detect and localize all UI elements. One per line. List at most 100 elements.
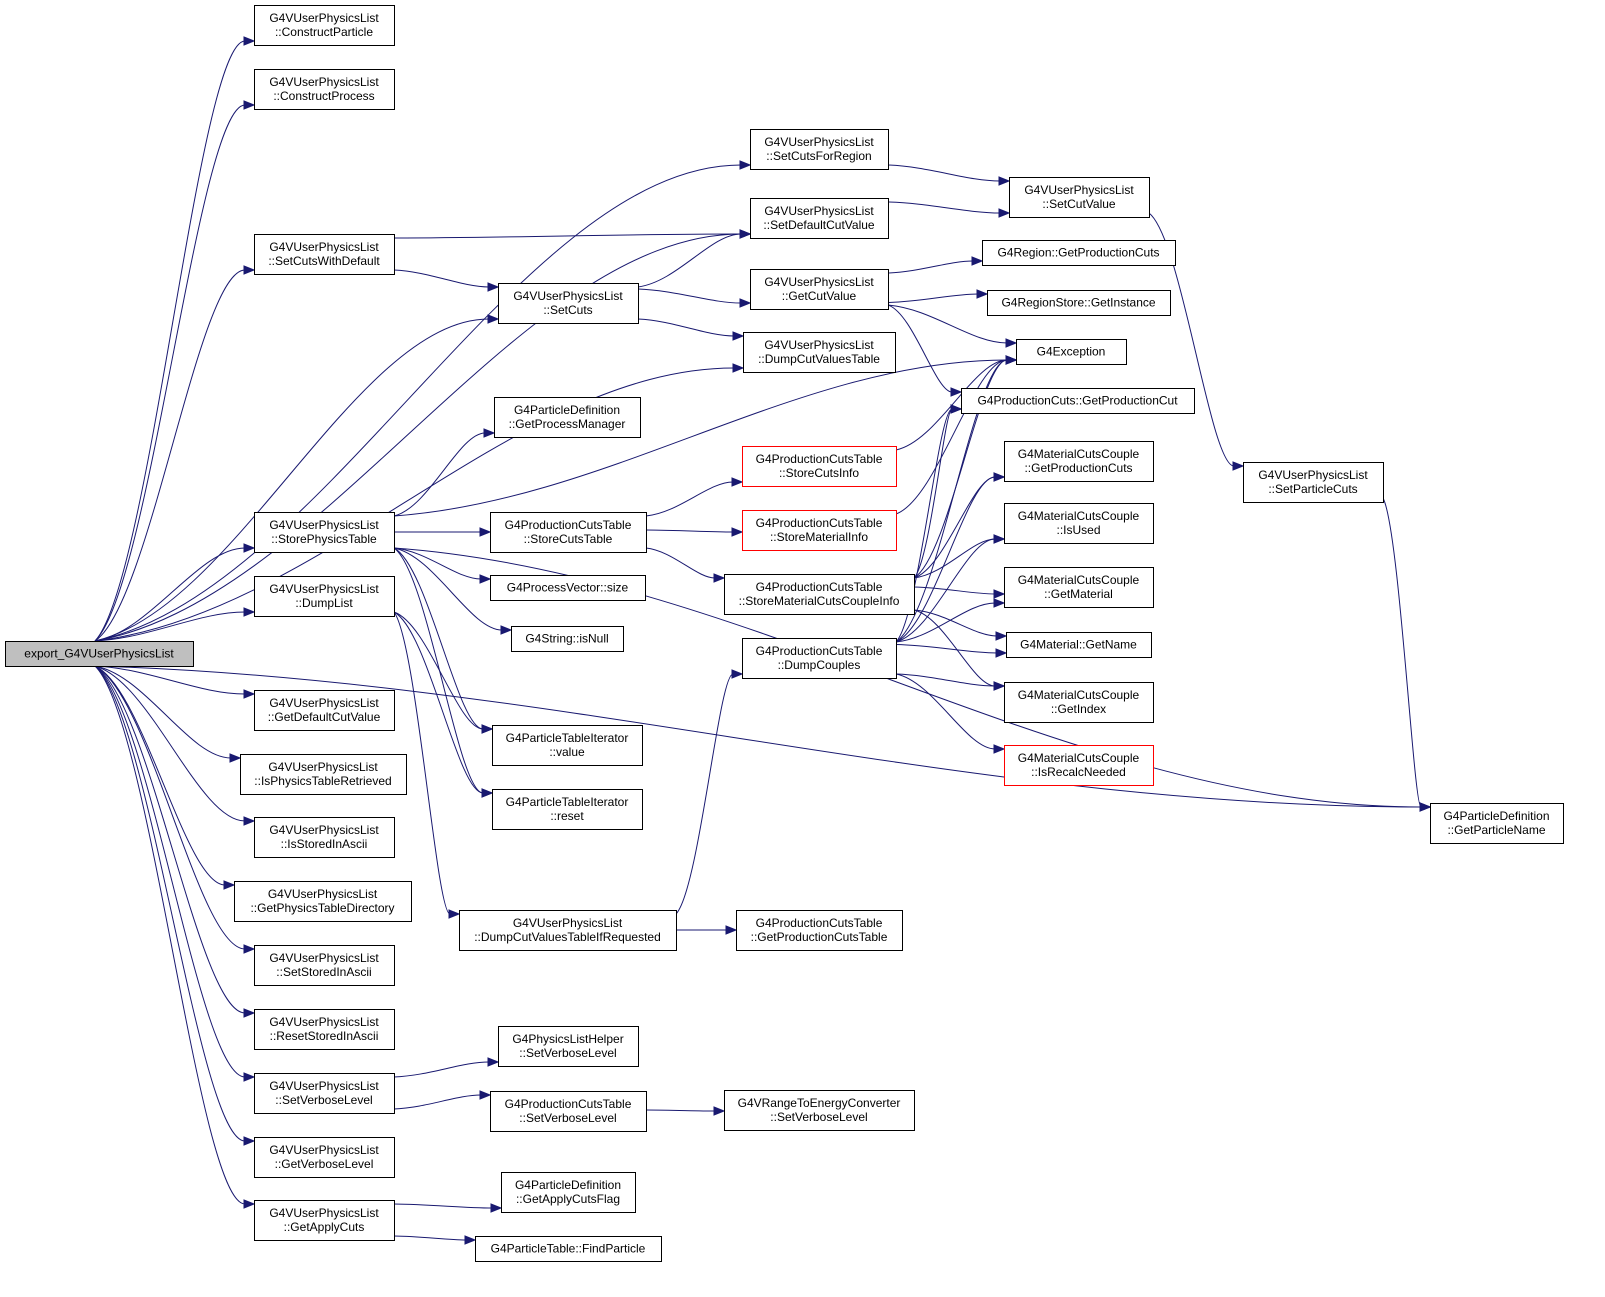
edge-root-to-set-cuts-for-region [94, 164, 742, 642]
node-box [1004, 503, 1154, 544]
arrow-head [223, 880, 236, 890]
node-label-line: G4ProductionCutsTable [756, 452, 883, 466]
edge-store-physics-table-to-pit-value [393, 547, 484, 730]
node-get-apply-cuts-flag[interactable]: G4ParticleDefinition::GetApplyCutsFlag [501, 1172, 636, 1213]
edge-store-material-info-to-g4-exception [895, 359, 1008, 515]
node-root[interactable]: export_G4VUserPhysicsList [5, 641, 194, 667]
node-region-store-get-instance[interactable]: G4RegionStore::GetInstance [987, 290, 1171, 316]
edge-store-material-cuts-couple-info-to-material-get-name [913, 609, 998, 637]
node-get-particle-name[interactable]: G4ParticleDefinition::GetParticleName [1430, 803, 1564, 844]
node-box [490, 512, 647, 553]
node-label-line: G4VUserPhysicsList [764, 338, 874, 352]
node-dump-cut-values-table[interactable]: G4VUserPhysicsList::DumpCutValuesTable [743, 332, 896, 373]
node-get-cut-value[interactable]: G4VUserPhysicsList::GetCutValue [750, 269, 889, 310]
node-construct-particle[interactable]: G4VUserPhysicsList::ConstructParticle [254, 5, 395, 46]
node-label-line: G4VUserPhysicsList [268, 760, 378, 774]
node-set-particle-cuts[interactable]: G4VUserPhysicsList::SetParticleCuts [1243, 462, 1384, 503]
edge-root-to-get-apply-cuts [94, 665, 246, 1205]
node-label-line: G4VUserPhysicsList [269, 1079, 379, 1093]
node-reset-stored-in-ascii[interactable]: G4VUserPhysicsList::ResetStoredInAscii [254, 1009, 395, 1050]
node-dump-couples[interactable]: G4ProductionCutsTable::DumpCouples [742, 638, 897, 679]
node-store-cuts-table[interactable]: G4ProductionCutsTable::StoreCutsTable [490, 512, 647, 553]
node-set-cuts[interactable]: G4VUserPhysicsList::SetCuts [498, 283, 639, 324]
node-is-stored-in-ascii[interactable]: G4VUserPhysicsList::IsStoredInAscii [254, 817, 395, 858]
node-mcc-get-production-cuts[interactable]: G4MaterialCutsCouple::GetProductionCuts [1004, 441, 1154, 482]
arrow-head [243, 816, 256, 826]
node-get-apply-cuts[interactable]: G4VUserPhysicsList::GetApplyCuts [254, 1200, 395, 1241]
arrow-head [1232, 461, 1245, 471]
node-mcc-get-index[interactable]: G4MaterialCutsCouple::GetIndex [1004, 682, 1154, 723]
node-find-particle[interactable]: G4ParticleTable::FindParticle [475, 1236, 662, 1262]
node-construct-process[interactable]: G4VUserPhysicsList::ConstructProcess [254, 69, 395, 110]
arrow-head [500, 625, 513, 635]
node-mcc-is-recalc-needed[interactable]: G4MaterialCutsCouple::IsRecalcNeeded [1004, 745, 1154, 786]
edge-dump-couples-to-mcc-get-index [895, 673, 996, 687]
node-rtec-set-verbose-level[interactable]: G4VRangeToEnergyConverter::SetVerboseLev… [724, 1090, 915, 1131]
node-label-line: G4VUserPhysicsList [269, 1015, 379, 1029]
node-plh-set-verbose-level[interactable]: G4PhysicsListHelper::SetVerboseLevel [498, 1026, 639, 1067]
edge-get-cut-value-to-production-cuts-get-production-cut [887, 304, 953, 393]
node-pct-set-verbose-level[interactable]: G4ProductionCutsTable::SetVerboseLevel [490, 1091, 647, 1132]
node-box [5, 641, 194, 667]
node-set-cuts-with-default[interactable]: G4VUserPhysicsList::SetCutsWithDefault [254, 234, 395, 275]
node-set-default-cut-value[interactable]: G4VUserPhysicsList::SetDefaultCutValue [750, 198, 889, 239]
edge-root-to-is-stored-in-ascii [94, 665, 246, 822]
node-dump-list[interactable]: G4VUserPhysicsList::DumpList [254, 576, 395, 617]
node-get-verbose-level[interactable]: G4VUserPhysicsList::GetVerboseLevel [254, 1137, 395, 1178]
arrow-head [243, 607, 256, 617]
edge-store-physics-table-to-g4-exception [393, 359, 1008, 517]
edge-store-physics-table-to-string-is-null [393, 547, 503, 631]
node-label-line: G4VUserPhysicsList [513, 916, 623, 930]
node-label-line: ::SetCutValue [1042, 197, 1115, 211]
node-box [254, 512, 395, 553]
node-set-cuts-for-region[interactable]: G4VUserPhysicsList::SetCutsForRegion [750, 129, 889, 170]
edge-set-cuts-with-default-to-set-cuts [393, 269, 490, 288]
node-production-cuts-get-production-cut[interactable]: G4ProductionCuts::GetProductionCut [961, 388, 1195, 414]
node-label-line: G4VUserPhysicsList [764, 204, 874, 218]
node-label-line: ::GetApplyCuts [284, 1220, 365, 1234]
edge-root-to-get-physics-table-directory [94, 665, 226, 886]
node-set-verbose-level[interactable]: G4VUserPhysicsList::SetVerboseLevel [254, 1073, 395, 1114]
node-label-line: G4VRangeToEnergyConverter [738, 1096, 901, 1110]
node-get-physics-table-directory[interactable]: G4VUserPhysicsList::GetPhysicsTableDirec… [234, 881, 412, 922]
edge-root-to-set-default-cut-value [94, 233, 742, 642]
edge-root-to-reset-stored-in-ascii [94, 665, 246, 1014]
edge-store-cuts-table-to-store-material-info [645, 529, 734, 533]
arrow-head [998, 208, 1011, 218]
edge-get-cut-value-to-region-get-production-cuts [887, 260, 974, 274]
node-set-cut-value[interactable]: G4VUserPhysicsList::SetCutValue [1009, 177, 1150, 218]
node-mcc-get-material[interactable]: G4MaterialCutsCouple::GetMaterial [1004, 567, 1154, 608]
node-label-line: ::StorePhysicsTable [271, 532, 377, 546]
node-store-material-cuts-couple-info[interactable]: G4ProductionCutsTable::StoreMaterialCuts… [724, 574, 915, 615]
node-label-line: ::GetDefaultCutValue [268, 710, 381, 724]
node-material-get-name[interactable]: G4Material::GetName [1006, 632, 1152, 658]
node-store-cuts-info[interactable]: G4ProductionCutsTable::StoreCutsInfo [742, 446, 897, 487]
edge-root-to-set-cuts-with-default [94, 269, 246, 642]
node-label-line: ::StoreMaterialCutsCoupleInfo [739, 594, 900, 608]
edge-store-physics-table-to-process-vector-size [393, 547, 482, 580]
arrow-head [950, 404, 963, 414]
node-label-line: ::DumpCouples [778, 658, 861, 672]
arrow-head [483, 428, 496, 438]
node-process-vector-size[interactable]: G4ProcessVector::size [490, 575, 646, 601]
node-mcc-is-used[interactable]: G4MaterialCutsCouple::IsUsed [1004, 503, 1154, 544]
node-label-line: G4ParticleTableIterator [506, 731, 629, 745]
node-dump-cut-values-table-if-requested[interactable]: G4VUserPhysicsList::DumpCutValuesTableIf… [459, 910, 677, 951]
node-get-production-cuts-table[interactable]: G4ProductionCutsTable::GetProductionCuts… [736, 910, 903, 951]
node-store-material-info[interactable]: G4ProductionCutsTable::StoreMaterialInfo [742, 510, 897, 551]
node-label-line: G4VUserPhysicsList [764, 275, 874, 289]
node-string-is-null[interactable]: G4String::isNull [511, 626, 624, 652]
edge-root-to-dump-cut-values-table [94, 367, 735, 642]
node-box [490, 575, 646, 601]
node-pit-reset[interactable]: G4ParticleTableIterator::reset [492, 789, 643, 830]
node-region-get-production-cuts[interactable]: G4Region::GetProductionCuts [982, 240, 1176, 266]
arrow-head [993, 598, 1006, 608]
node-is-physics-table-retrieved[interactable]: G4VUserPhysicsList::IsPhysicsTableRetrie… [240, 754, 407, 795]
node-g4-exception[interactable]: G4Exception [1016, 339, 1127, 365]
node-get-default-cut-value[interactable]: G4VUserPhysicsList::GetDefaultCutValue [254, 690, 395, 731]
node-get-process-manager[interactable]: G4ParticleDefinition::GetProcessManager [494, 397, 641, 438]
node-pit-value[interactable]: G4ParticleTableIterator::value [492, 725, 643, 766]
node-store-physics-table[interactable]: G4VUserPhysicsList::StorePhysicsTable [254, 512, 395, 553]
edge-set-verbose-level-to-pct-set-verbose-level [393, 1094, 482, 1110]
node-set-stored-in-ascii[interactable]: G4VUserPhysicsList::SetStoredInAscii [254, 945, 395, 986]
